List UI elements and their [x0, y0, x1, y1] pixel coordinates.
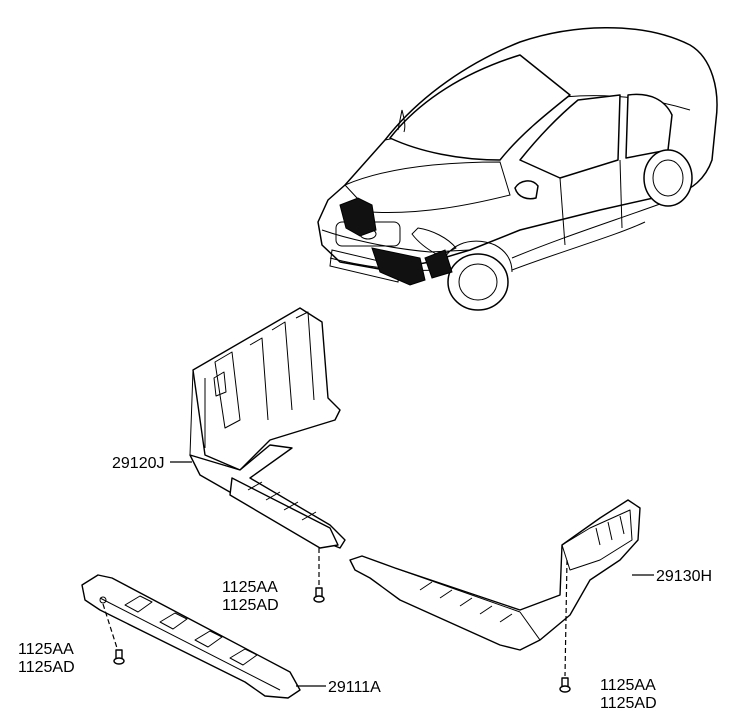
label-bolt-center-1125AD: 1125AD — [222, 597, 279, 614]
bolt-center — [313, 587, 325, 603]
label-bolt-right-1125AD: 1125AD — [600, 695, 657, 712]
label-bolt-center-1125AA: 1125AA — [222, 579, 278, 596]
label-bolt-left-1125AD: 1125AD — [18, 659, 75, 676]
label-29130H: 29130H — [656, 568, 712, 585]
front-cover-29111A — [81, 574, 301, 699]
label-29120J: 29120J — [112, 455, 165, 472]
label-29111A: 29111A — [328, 679, 381, 696]
rear-cover-29130H — [349, 499, 641, 651]
leader-lines — [102, 461, 654, 687]
lower-cover-29120J — [189, 307, 346, 549]
label-bolt-right-1125AA: 1125AA — [600, 677, 656, 694]
car-illustration — [317, 27, 718, 311]
label-bolt-left-1125AA: 1125AA — [18, 641, 74, 658]
bolt-right — [559, 677, 571, 693]
bolt-left — [113, 649, 125, 665]
